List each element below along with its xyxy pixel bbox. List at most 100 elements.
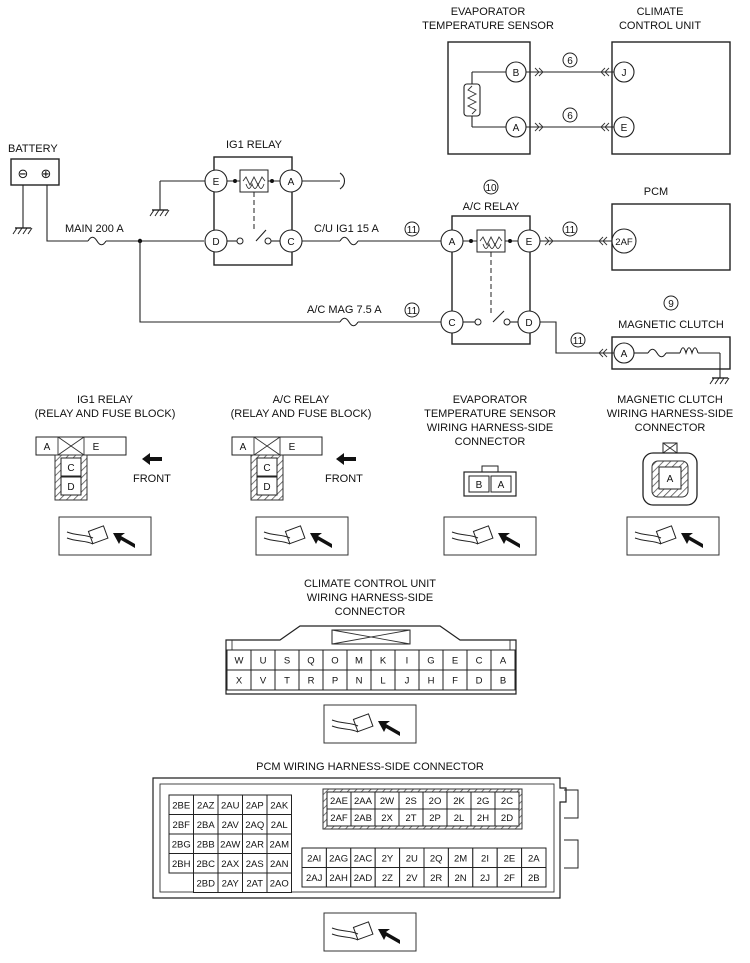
pin-label: W xyxy=(235,656,244,667)
svg-text:10: 10 xyxy=(485,183,497,194)
pin-label: 2P xyxy=(429,813,441,824)
pin-label: J xyxy=(405,676,410,687)
svg-text:A: A xyxy=(667,474,674,485)
climate-pin-cell: A xyxy=(490,649,516,671)
pin-label: 2BD xyxy=(197,878,216,889)
pin-label: K xyxy=(380,656,387,667)
pin-label: 2AW xyxy=(220,839,240,850)
pin-label: 2C xyxy=(501,796,513,807)
svg-text:C: C xyxy=(448,318,455,329)
pin-label: F xyxy=(452,676,458,687)
svg-text:D: D xyxy=(525,318,532,329)
pcm-pin-cell: 2BF xyxy=(168,814,194,835)
magnetic-clutch-title: MAGNETIC CLUTCH xyxy=(618,319,724,331)
svg-text:D: D xyxy=(263,482,270,493)
ig1-front-label: FRONT xyxy=(133,473,171,485)
battery-label: BATTERY xyxy=(8,143,58,155)
svg-text:11: 11 xyxy=(573,336,584,347)
pcm-pin-cell: 2F xyxy=(496,867,523,888)
pin-label: G xyxy=(427,656,434,667)
pin-label: 2AC xyxy=(354,853,373,864)
pcm-pin-cell: 2W xyxy=(374,791,400,810)
climate-pin-cell: U xyxy=(250,649,276,671)
pcm-pin-cell: 2C xyxy=(494,791,520,810)
climate-pin-cell: S xyxy=(274,649,300,671)
pcm-pin-cell: 2O xyxy=(422,791,448,810)
pin-label: 2AG xyxy=(329,853,348,864)
pcm-pin-cell: 2AE xyxy=(326,791,352,810)
svg-text:11: 11 xyxy=(565,225,576,236)
wire-code-11 xyxy=(404,302,420,318)
pin-label: 2I xyxy=(481,853,489,864)
pin-label: 2M xyxy=(454,853,467,864)
pin-label: 2AA xyxy=(354,796,373,807)
pcm: PCM 2AF 11 xyxy=(540,186,731,271)
pcm-pin-cell: 2AI xyxy=(301,847,327,868)
svg-text:D: D xyxy=(67,482,74,493)
pin-label: A xyxy=(500,656,507,667)
magnetic-clutch-number xyxy=(663,295,679,311)
pin-label: O xyxy=(331,656,338,667)
climate-pin-cell: H xyxy=(418,669,444,691)
evap-connector-title-2: TEMPERATURE SENSOR xyxy=(424,408,556,420)
pin-label: D xyxy=(476,676,483,687)
pin-label: 2A xyxy=(528,853,540,864)
pcm-pin-cell: 2X xyxy=(374,808,400,827)
pcm-pin-cell: 2G xyxy=(470,791,496,810)
pcm-title: PCM xyxy=(644,186,668,198)
cu-ig1-wire: C/U IG1 15 A 11 xyxy=(302,221,441,246)
svg-text:A: A xyxy=(449,237,456,248)
pin-label: E xyxy=(452,656,458,667)
evap-connector-view: EVAPORATOR TEMPERATURE SENSOR WIRING HAR… xyxy=(424,394,556,556)
pin-label: 2L xyxy=(454,813,465,824)
pin-label: 2AT xyxy=(246,878,263,889)
main-fuse-label: MAIN 200 A xyxy=(65,223,124,235)
climate-connector-title-3: CONNECTOR xyxy=(335,606,406,618)
pcm-pin-cell: 2AC xyxy=(350,847,376,868)
pcm-pin-cell: 2AU xyxy=(217,794,243,815)
svg-text:E: E xyxy=(526,237,533,248)
pcm-connector-title: PCM WIRING HARNESS-SIDE CONNECTOR xyxy=(256,761,484,773)
ground-icon xyxy=(709,377,730,385)
ac-relay: 10 A/C RELAY A E C D xyxy=(440,179,541,345)
pin-label: 2E xyxy=(504,853,516,864)
pin-label: 2W xyxy=(380,796,394,807)
main-fuse-icon xyxy=(87,236,107,246)
pcm-pin-cell: 2AB xyxy=(350,808,376,827)
pcm-pin-cell: 2BD xyxy=(193,872,219,893)
svg-text:E: E xyxy=(93,442,100,453)
pin-label: 2G xyxy=(477,796,490,807)
svg-text:9: 9 xyxy=(668,299,674,310)
pcm-pin-cell: 2N xyxy=(447,867,474,888)
svg-text:A: A xyxy=(288,177,295,188)
ig1-relay-connector-view: IG1 RELAY (RELAY AND FUSE BLOCK) A E C D… xyxy=(35,394,175,556)
wire-code-11 xyxy=(570,332,586,348)
svg-text:A: A xyxy=(621,349,628,360)
svg-text:J: J xyxy=(622,68,627,79)
ac-relay-title: A/C RELAY xyxy=(463,201,520,213)
pcm-pin-cell: 2AZ xyxy=(193,794,219,815)
pcm-pin-cell: 2AF xyxy=(326,808,352,827)
evap-sensor-title-1: EVAPORATOR xyxy=(451,6,526,18)
pcm-pin-cell: 2Y xyxy=(374,847,401,868)
climate-pin-cell: E xyxy=(442,649,468,671)
svg-text:A: A xyxy=(240,442,247,453)
climate-pin-cell: Q xyxy=(298,649,324,671)
climate-unit-title-1: CLIMATE xyxy=(637,6,684,18)
evap-climate-wires: 6 6 xyxy=(526,52,614,132)
battery: BATTERY ⊖ ⊕ xyxy=(8,143,88,242)
climate-pin-cell: L xyxy=(370,669,396,691)
pcm-pin-cell: 2AO xyxy=(266,872,292,893)
pcm-pin-cell: 2BC xyxy=(193,853,219,874)
arrow-left-icon xyxy=(142,453,162,465)
pcm-pin-cell: 2V xyxy=(399,867,425,888)
svg-text:C: C xyxy=(263,463,270,474)
plug-icon xyxy=(443,516,537,556)
climate-pin-cell: P xyxy=(322,669,348,691)
pin-label: 2AF xyxy=(330,813,348,824)
pin-label: 2BG xyxy=(172,839,191,850)
pin-label: 2BF xyxy=(173,820,191,831)
svg-text:B: B xyxy=(476,480,483,491)
pin-label: 2D xyxy=(501,813,513,824)
